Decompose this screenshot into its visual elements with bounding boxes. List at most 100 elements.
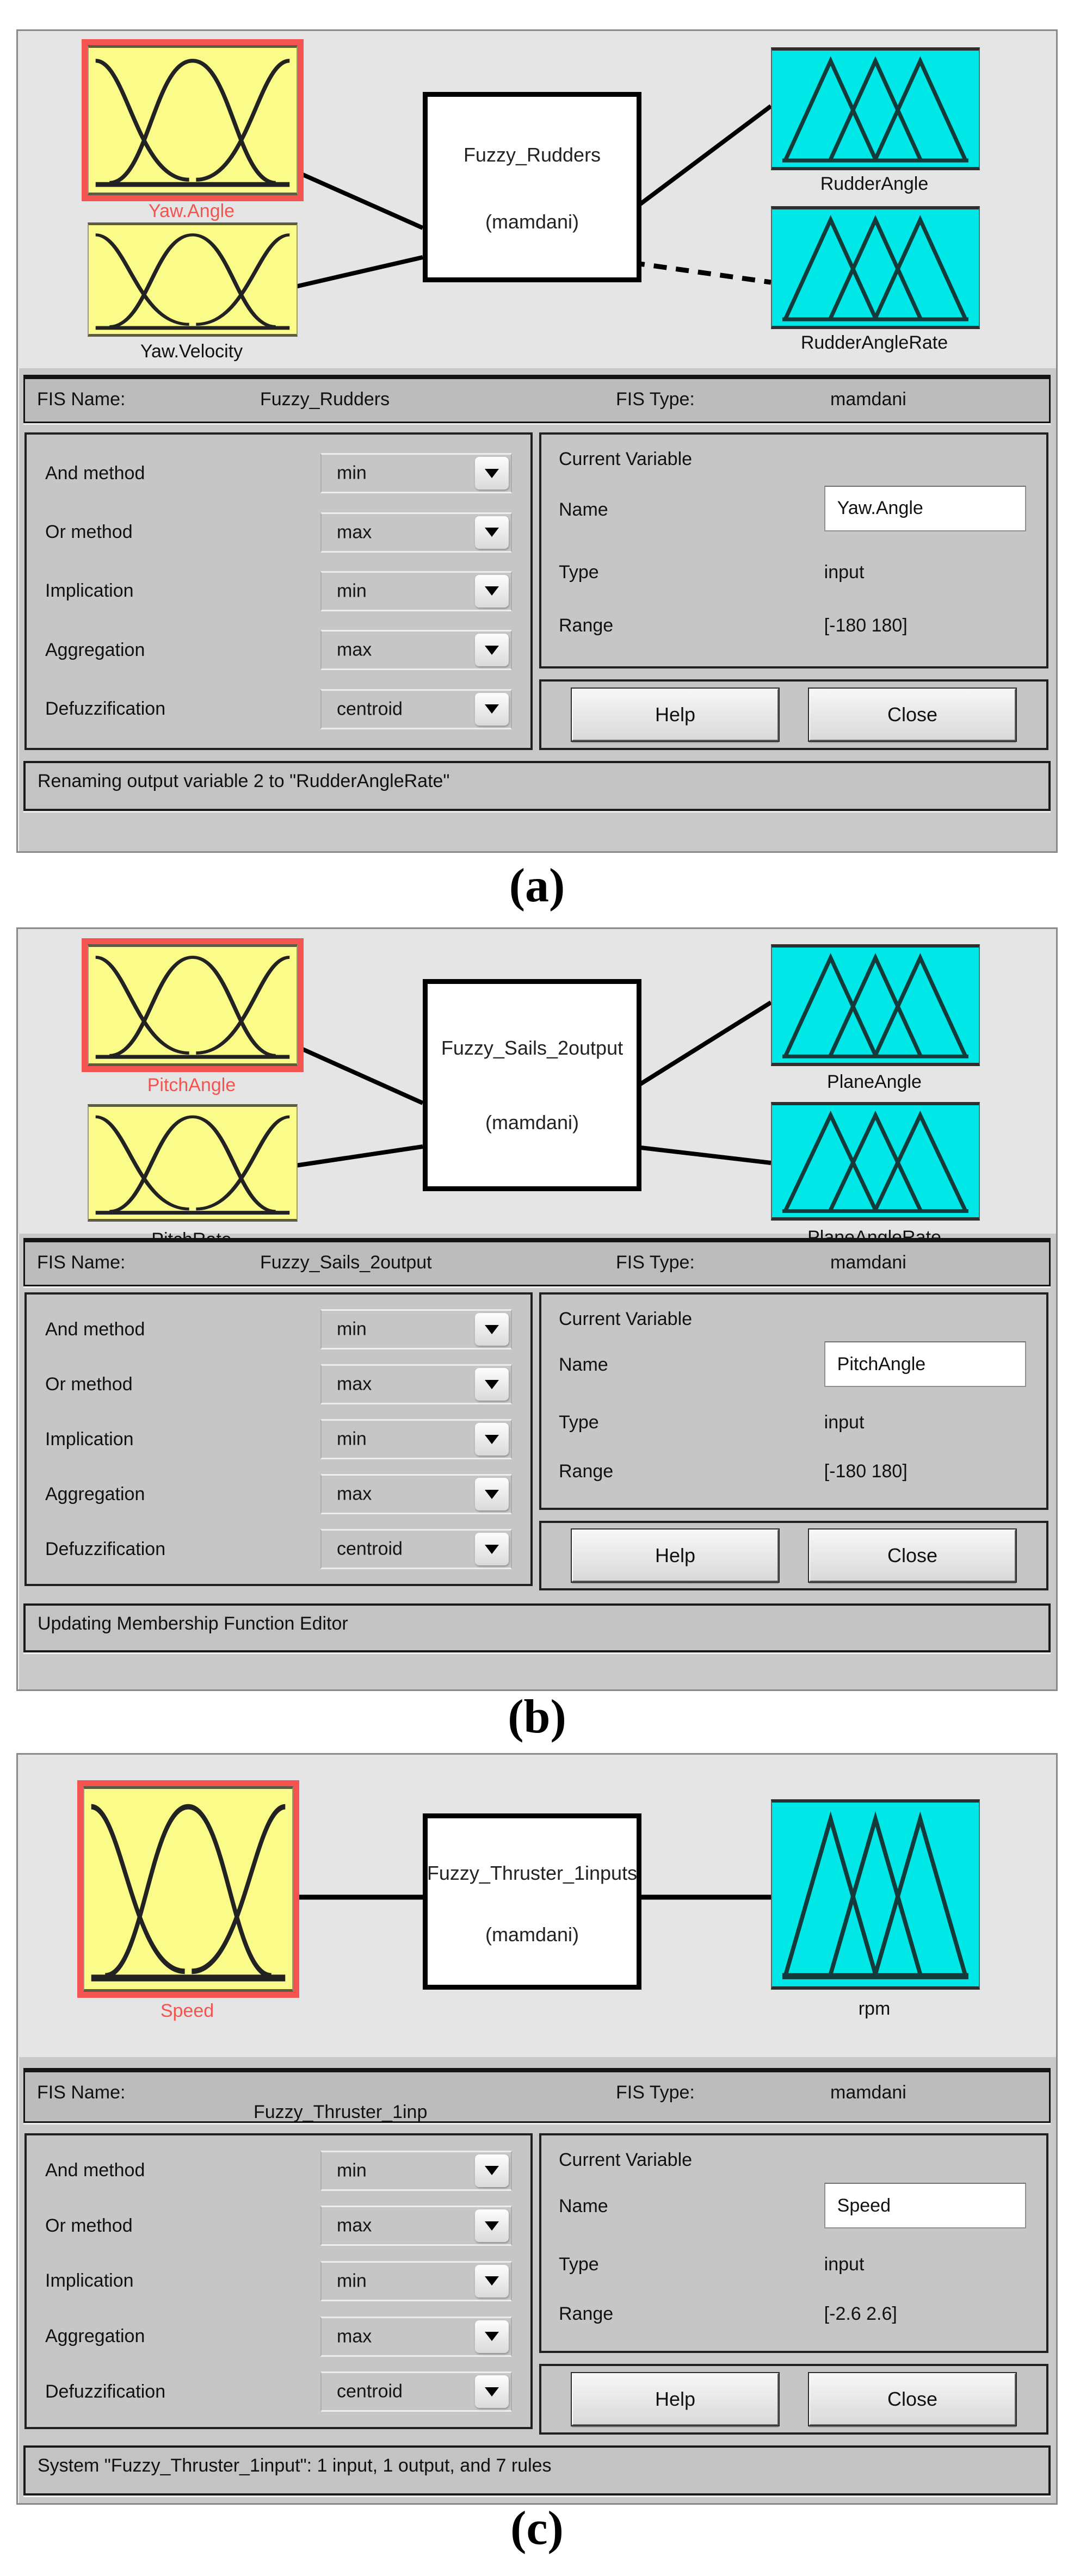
figure-caption-a: (a) (509, 859, 565, 912)
implication-dropdown[interactable]: min (320, 571, 512, 611)
type-value: input (824, 2253, 865, 2275)
or-method-dropdown[interactable]: max (320, 512, 512, 553)
close-button[interactable]: Close (808, 2372, 1017, 2426)
help-close-button-box: Help Close (539, 679, 1048, 750)
help-button[interactable]: Help (571, 688, 780, 742)
defuzzification-dropdown[interactable]: centroid (320, 689, 512, 729)
current-variable-title: Current Variable (559, 2150, 693, 2170)
variable-name-input[interactable]: Yaw.Angle (824, 485, 1026, 531)
and-method-label: And method (45, 2160, 145, 2181)
connection-lines (294, 104, 773, 289)
fis-system-box[interactable]: Fuzzy_Rudders (mamdani) (423, 92, 641, 282)
and-method-dropdown[interactable]: min (320, 453, 512, 494)
implication-label: Implication (45, 580, 134, 602)
and-method-value: min (337, 2160, 367, 2181)
or-method-dropdown[interactable]: max (320, 2206, 512, 2246)
dropdown-arrow-button[interactable] (475, 2209, 509, 2243)
dropdown-arrow-button[interactable] (475, 2320, 509, 2353)
and-method-dropdown[interactable]: min (320, 2150, 512, 2191)
membership-triangles-icon (782, 1811, 968, 1979)
methods-panel: And method min Or method max Implication… (24, 1292, 533, 1586)
close-button[interactable]: Close (808, 1528, 1017, 1583)
aggregation-label: Aggregation (45, 1483, 145, 1504)
name-label: Name (559, 1354, 608, 1375)
dropdown-arrow-button[interactable] (475, 1423, 509, 1456)
and-method-dropdown[interactable]: min (320, 1309, 512, 1349)
membership-triangles-icon (782, 56, 968, 163)
output-variable-box[interactable] (771, 206, 980, 329)
range-value: [-180 180] (824, 615, 908, 636)
implication-value: min (337, 2270, 367, 2292)
input-variable-box-selected[interactable] (88, 45, 298, 195)
output-variable-box[interactable] (771, 1102, 980, 1221)
input-variable-label: Yaw.Velocity (140, 341, 243, 362)
chevron-down-icon (485, 1324, 499, 1334)
membership-triangles-icon (782, 1110, 968, 1213)
output-variable-box[interactable] (771, 47, 980, 170)
help-button[interactable]: Help (571, 1528, 780, 1583)
implication-dropdown[interactable]: min (320, 1419, 512, 1459)
fis-type-label: FIS Type: (616, 389, 695, 410)
defuzzification-dropdown[interactable]: centroid (320, 2371, 512, 2412)
implication-dropdown[interactable]: min (320, 2261, 512, 2301)
or-method-dropdown[interactable]: max (320, 1364, 512, 1404)
fis-editor-window-rudders: Yaw.Angle Yaw.Velocity Fuzzy_Rudders (ma… (16, 29, 1058, 853)
type-value: input (824, 1411, 865, 1433)
dropdown-arrow-button[interactable] (475, 1313, 509, 1346)
input-variable-box[interactable] (88, 1104, 298, 1222)
fis-system-box[interactable]: Fuzzy_Thruster_1inputs (mamdani) (423, 1813, 641, 1990)
fis-system-type: (mamdani) (485, 210, 579, 233)
output-variable-label: PlaneAngle (827, 1072, 922, 1092)
variable-name-input[interactable]: Speed (824, 2183, 1026, 2229)
dropdown-arrow-button[interactable] (475, 1368, 509, 1401)
dropdown-arrow-button[interactable] (475, 1533, 509, 1565)
help-button[interactable]: Help (571, 2372, 780, 2426)
dropdown-arrow-button[interactable] (475, 2375, 509, 2408)
membership-curves-icon (95, 956, 290, 1059)
figure-caption-b: (b) (508, 1691, 566, 1743)
or-method-value: max (337, 522, 372, 543)
input-variable-box[interactable] (88, 222, 298, 337)
and-method-value: min (337, 462, 367, 484)
output-variable-box[interactable] (771, 944, 980, 1066)
dropdown-arrow-button[interactable] (475, 692, 509, 726)
dropdown-arrow-button[interactable] (475, 574, 509, 608)
chevron-down-icon (485, 1379, 499, 1389)
defuzzification-value: centroid (337, 698, 403, 720)
output-variable-box[interactable] (771, 1799, 980, 1990)
fis-system-type: (mamdani) (485, 1923, 579, 1946)
dropdown-arrow-button[interactable] (475, 516, 509, 549)
range-label: Range (559, 615, 614, 636)
aggregation-dropdown[interactable]: max (320, 1474, 512, 1514)
membership-curves-icon (91, 1804, 286, 1981)
membership-curves-icon (95, 233, 290, 330)
fis-system-name: Fuzzy_Sails_2output (441, 1036, 624, 1059)
fis-system-name: Fuzzy_Rudders (463, 144, 601, 166)
dropdown-arrow-button[interactable] (475, 2264, 509, 2298)
aggregation-value: max (337, 639, 372, 660)
help-close-button-box: Help Close (539, 1521, 1048, 1590)
input-variable-box-selected[interactable] (83, 1786, 293, 1992)
chevron-down-icon (485, 645, 499, 655)
defuzzification-row: Defuzzification centroid (45, 2371, 512, 2412)
close-button[interactable]: Close (808, 688, 1017, 742)
dropdown-arrow-button[interactable] (475, 634, 509, 667)
input-variable-box-selected[interactable] (88, 944, 298, 1066)
fis-system-box[interactable]: Fuzzy_Sails_2output (mamdani) (423, 979, 641, 1191)
aggregation-dropdown[interactable]: max (320, 630, 512, 671)
connection-lines (294, 1000, 773, 1168)
dropdown-arrow-button[interactable] (475, 2154, 509, 2187)
aggregation-dropdown[interactable]: max (320, 2316, 512, 2357)
status-bar: System "Fuzzy_Thruster_1input": 1 input,… (23, 2445, 1051, 2496)
defuzzification-dropdown[interactable]: centroid (320, 1529, 512, 1569)
range-value: [-2.6 2.6] (824, 2303, 897, 2324)
chevron-down-icon (485, 2276, 499, 2286)
fis-name-label: FIS Name: (37, 389, 126, 410)
implication-value: min (337, 1428, 367, 1450)
dropdown-arrow-button[interactable] (475, 457, 509, 490)
dropdown-arrow-button[interactable] (475, 1478, 509, 1510)
variable-name-input[interactable]: PitchAngle (824, 1341, 1026, 1388)
type-value: input (824, 562, 865, 583)
help-close-button-box: Help Close (539, 2364, 1048, 2435)
chevron-down-icon (485, 2332, 499, 2342)
